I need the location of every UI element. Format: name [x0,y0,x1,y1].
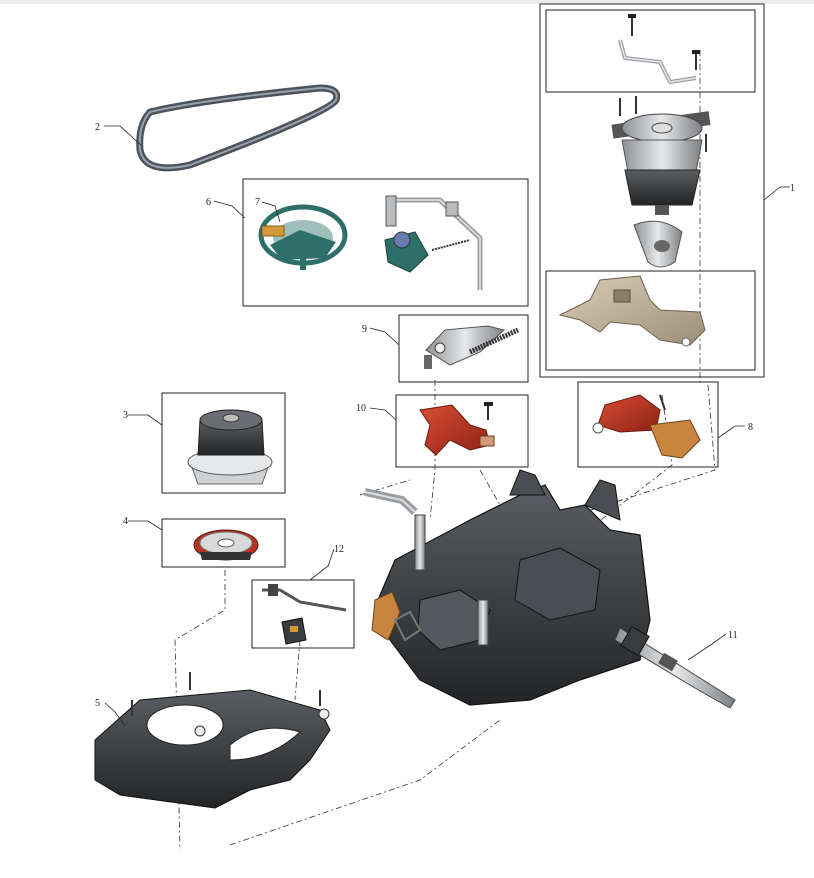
callout-3: 3 [123,410,128,421]
callout-1: 1 [790,183,795,194]
cooling-fan-part [193,529,259,561]
clutch-wheel-part [258,204,348,270]
callout-11: 11 [728,630,738,641]
kit-1-bracket-frame [545,9,756,93]
brake-bracket-part [592,394,701,459]
drive-belt-part [136,84,341,172]
control-arm-part [419,402,495,456]
variator-pulley-part [611,96,711,215]
top-border [0,0,814,4]
callout-10: 10 [356,403,366,414]
bypass-cable-part [262,584,347,645]
callout-labels: 2 1 3 4 5 6 7 8 9 10 11 12 [95,122,795,709]
belt-guard-part [558,275,706,347]
callout-9: 9 [362,324,367,335]
callout-4: 4 [123,516,128,527]
kit-4-frame [161,518,286,568]
callout-7: 7 [255,197,260,208]
kit-3-frame [161,392,286,494]
callout-8: 8 [748,422,753,433]
kit-10-frame [395,394,529,468]
shift-arm-part [424,325,520,369]
kit-1-guard-frame [545,270,756,371]
assembly-lines [174,50,716,851]
transaxle-housing-part [364,469,651,706]
shift-bracket-part [618,14,700,84]
kit-6-frame [242,178,529,307]
kit-9-frame [398,314,529,383]
kit-12-frame [251,579,355,649]
clutch-linkage-part [384,195,483,290]
kit-1-frame [539,3,765,378]
axle-shaft-part [614,625,736,709]
kit-8-frame [577,381,719,468]
leader-lines [104,125,790,727]
kit-frames [161,3,765,649]
pulley-hub-part [633,220,683,268]
callout-6: 6 [206,197,211,208]
drive-pulley-part [187,409,273,485]
callout-2: 2 [95,122,100,133]
callout-12: 12 [334,544,344,555]
transaxle-shroud-part [94,672,331,809]
callout-5: 5 [95,698,100,709]
